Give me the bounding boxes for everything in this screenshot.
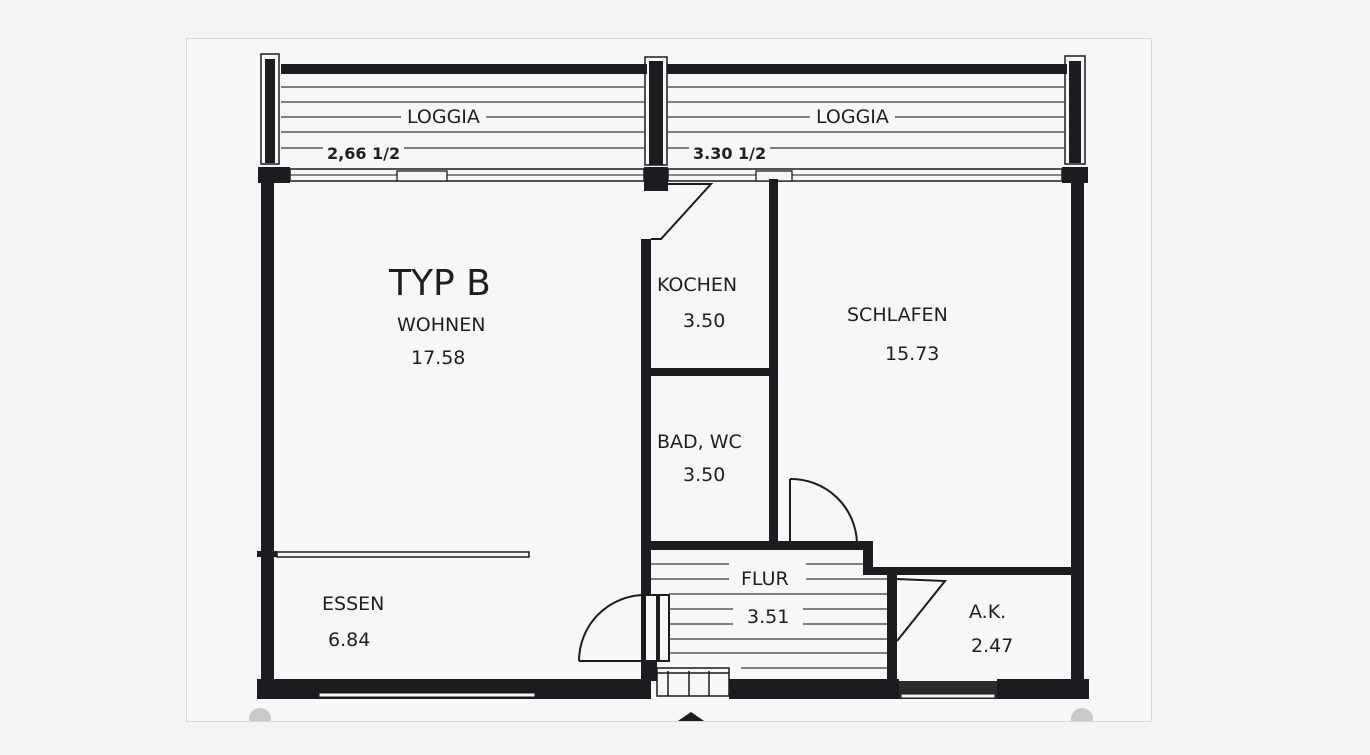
- walls: [257, 167, 1089, 699]
- room-kochen-name: KOCHEN: [657, 274, 738, 296]
- room-schlafen-name: SCHLAFEN: [847, 304, 948, 326]
- room-flur-area: 3.51: [743, 608, 794, 627]
- loggia-floor-hatch: [281, 86, 1065, 149]
- entry-arrow: [677, 712, 705, 721]
- bath-door: [789, 477, 858, 544]
- room-ak-area: 2.47: [971, 635, 1014, 657]
- room-flur-name: FLUR: [737, 570, 793, 589]
- room-wohnen-area: 17.58: [411, 347, 466, 369]
- flur-floor-hatch: [651, 563, 887, 669]
- room-wohnen-name: WOHNEN: [397, 314, 486, 336]
- ak-door: [896, 578, 948, 642]
- room-bad-wc-area: 3.50: [683, 464, 726, 486]
- loggia-left-label: LOGGIA: [401, 108, 486, 127]
- room-kochen-area: 3.50: [683, 310, 726, 332]
- room-essen-name: ESSEN: [322, 593, 385, 615]
- loggia-railings: [260, 53, 1086, 166]
- floor-plan-drawing: [249, 53, 1093, 721]
- bottom-windows: [318, 692, 996, 699]
- loggia-right-dimension: 3.30 1/2: [689, 146, 771, 162]
- room-essen-area: 6.84: [328, 629, 371, 651]
- room-bad-wc-name: BAD, WC: [657, 431, 742, 453]
- loggia-right-label: LOGGIA: [810, 108, 895, 127]
- punch-hole-right: [1071, 708, 1093, 721]
- room-schlafen-area: 15.73: [885, 343, 940, 365]
- kitchen-door: [651, 183, 714, 240]
- loggia-left-dimension: 2,66 1/2: [323, 146, 405, 162]
- entry-threshold: [656, 667, 730, 697]
- entry-door: [578, 594, 670, 681]
- top-facade: [258, 167, 1088, 191]
- plan-title: TYP B: [389, 263, 491, 304]
- floor-plan-sheet: LOGGIA 2,66 1/2 LOGGIA 3.30 1/2 TYP B WO…: [186, 38, 1152, 722]
- room-ak-name: A.K.: [969, 601, 1007, 623]
- punch-hole-left: [249, 708, 271, 721]
- essen-partition: [257, 551, 530, 558]
